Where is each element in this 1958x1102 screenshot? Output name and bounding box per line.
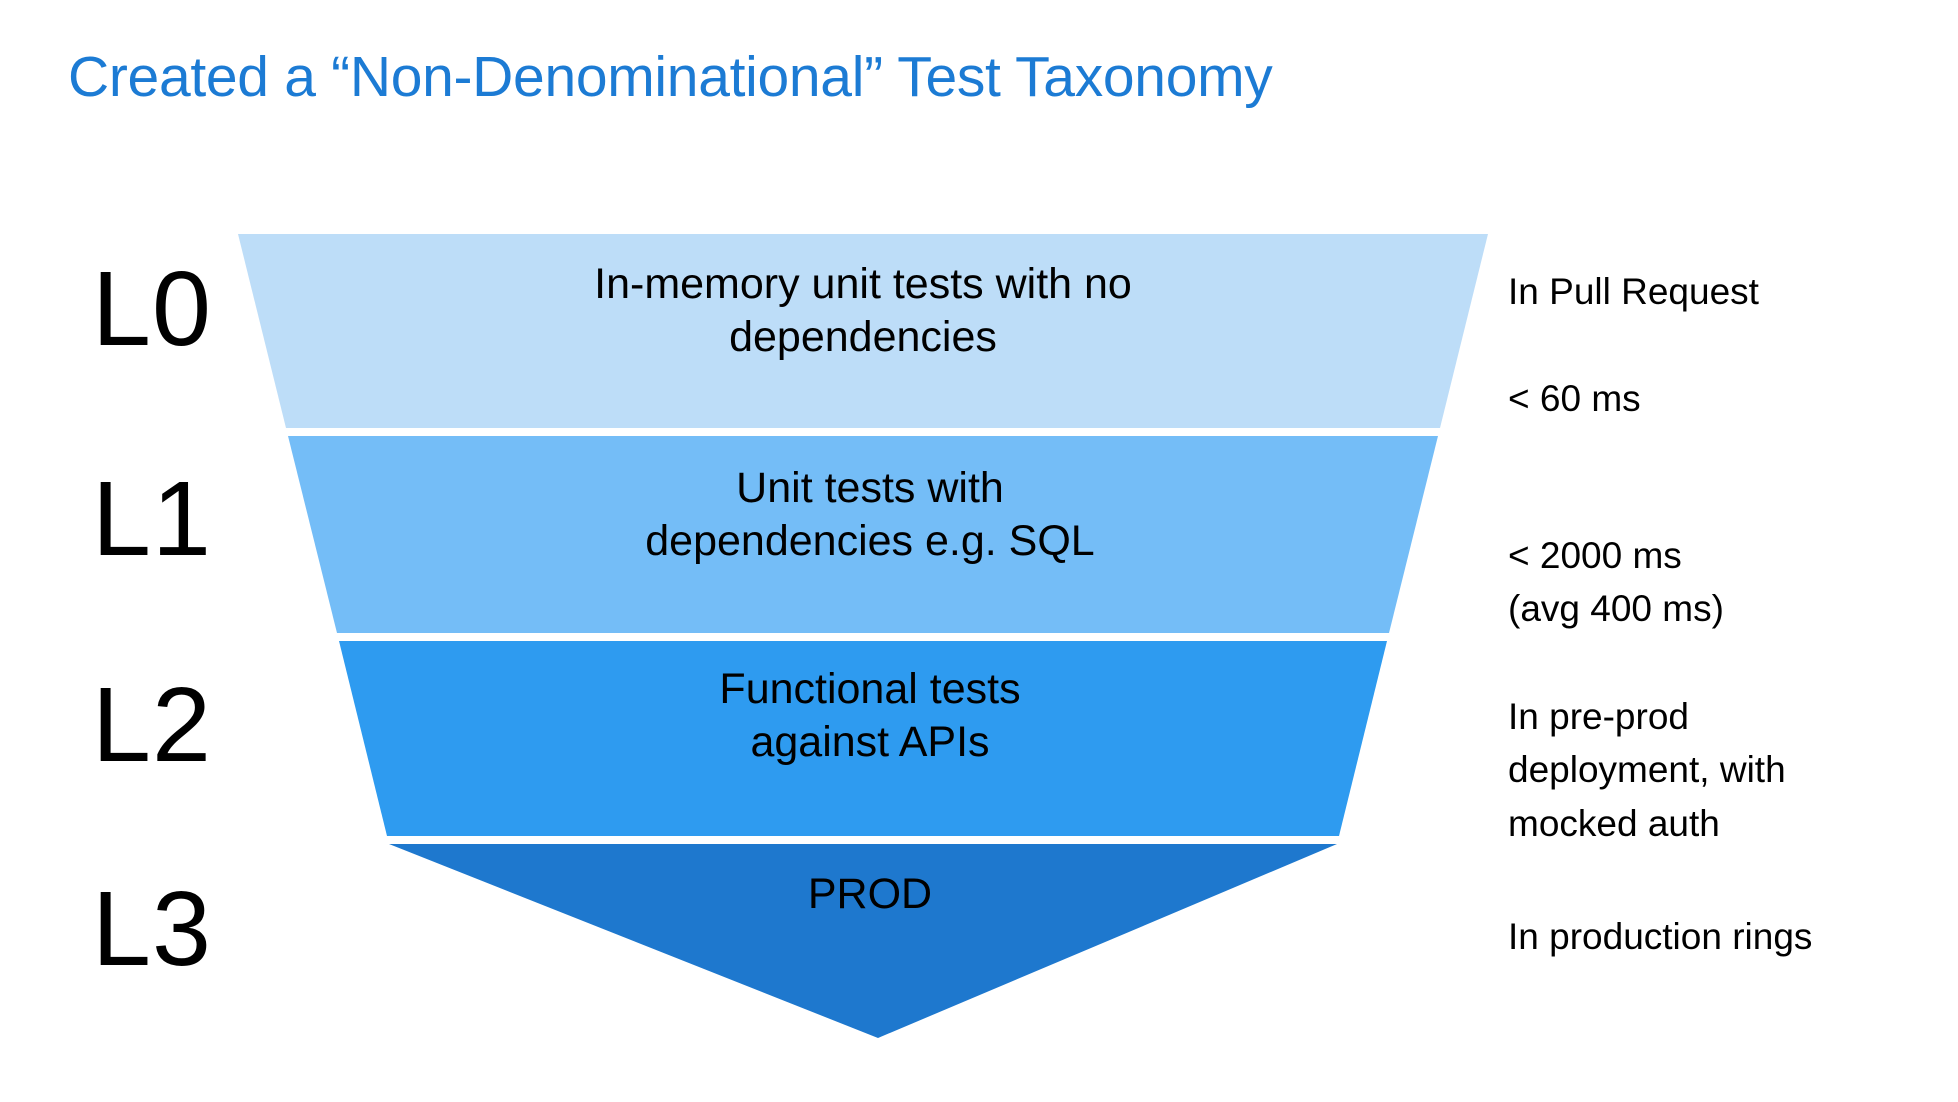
level-annotation-l0: In Pull Request < 60 ms: [1508, 271, 1759, 419]
funnel-band-l0[interactable]: [238, 234, 1488, 428]
funnel-band-caption-l3: PROD: [807, 870, 933, 918]
level-label-l2: L2: [92, 666, 212, 784]
funnel-band-caption-l1: Unit tests with dependencies e.g. SQL: [645, 464, 1095, 566]
level-label-l1: L1: [92, 460, 212, 578]
funnel-band-l1[interactable]: [288, 436, 1438, 633]
funnel-band-caption-l2: Functional tests against APIs: [719, 665, 1021, 767]
level-annotation-l2: In pre-prod deployment, with mocked auth: [1508, 696, 1786, 844]
level-annotation-l1: < 2000 ms (avg 400 ms): [1508, 535, 1724, 630]
level-label-l3: L3: [92, 870, 212, 988]
level-annotation-l3: In production rings: [1508, 916, 1813, 957]
funnel-band-l2[interactable]: [339, 641, 1387, 836]
funnel-band-caption-l0: In-memory unit tests with no dependencie…: [594, 260, 1132, 362]
funnel-band-l3[interactable]: [389, 844, 1337, 1038]
page-title: Created a “Non-Denominational” Test Taxo…: [68, 45, 1273, 109]
level-label-l0: L0: [92, 250, 212, 368]
